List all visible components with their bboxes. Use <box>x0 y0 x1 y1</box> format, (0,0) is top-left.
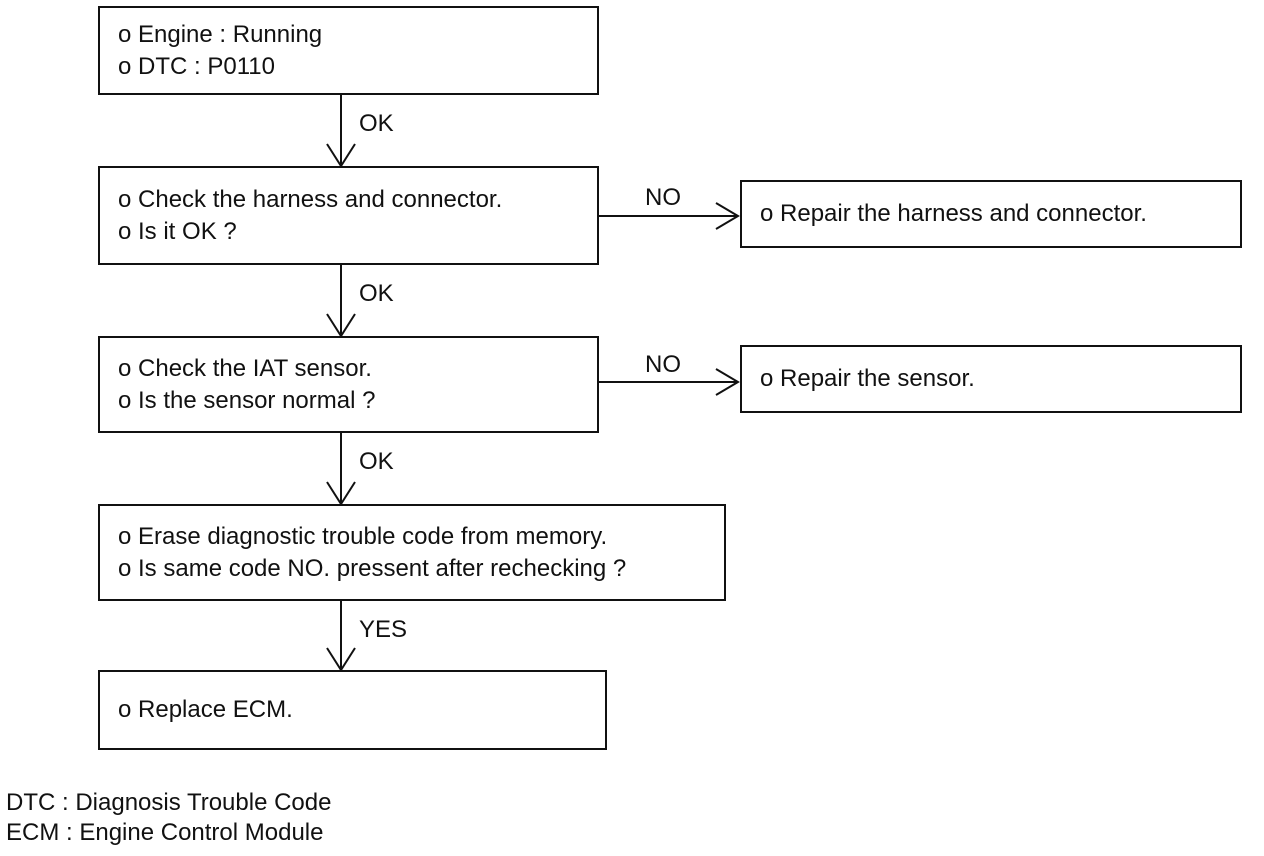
step-1-line-2: o DTC : P0110 <box>118 52 275 80</box>
step-4-line-2: o Is same code NO. pressent after rechec… <box>118 554 627 582</box>
step-check-harness-box: o Check the harness and connector. o Is … <box>98 166 599 265</box>
down-label-ok-3: OK <box>359 448 394 475</box>
step-check-iat-sensor-box: o Check the IAT sensor. o Is the sensor … <box>98 336 599 433</box>
legend: DTC : Diagnosis Trouble Code ECM : Engin… <box>6 788 331 848</box>
arrowhead-right-2 <box>715 368 740 396</box>
arrowhead-right-1 <box>715 202 740 230</box>
step-5-line-1: o Replace ECM. <box>118 696 293 723</box>
down-label-ok-2: OK <box>359 280 394 307</box>
step-replace-ecm-box: o Replace ECM. <box>98 670 607 750</box>
legend-dtc: DTC : Diagnosis Trouble Code <box>6 789 332 816</box>
step-engine-running-box: o Engine : Running o DTC : P0110 <box>98 6 599 95</box>
side-label-no-1: NO <box>645 184 681 211</box>
step-3-line-2: o Is the sensor normal ? <box>118 386 376 414</box>
side-label-no-2: NO <box>645 351 681 378</box>
repair-harness-text: o Repair the harness and connector. <box>760 200 1147 227</box>
down-label-ok-1: OK <box>359 110 394 137</box>
legend-ecm: ECM : Engine Control Module <box>6 819 324 846</box>
repair-sensor-text: o Repair the sensor. <box>760 365 975 392</box>
down-label-yes: YES <box>359 616 408 643</box>
step-2-line-2: o Is it OK ? <box>118 217 237 245</box>
step-2-line-1: o Check the harness and connector. <box>118 185 503 213</box>
step-1-line-1: o Engine : Running <box>118 20 323 48</box>
step-4-line-1: o Erase diagnostic trouble code from mem… <box>118 522 608 550</box>
step-erase-dtc-box: o Erase diagnostic trouble code from mem… <box>98 504 726 601</box>
step-3-line-1: o Check the IAT sensor. <box>118 354 372 382</box>
repair-harness-box: o Repair the harness and connector. <box>740 180 1242 248</box>
repair-sensor-box: o Repair the sensor. <box>740 345 1242 413</box>
